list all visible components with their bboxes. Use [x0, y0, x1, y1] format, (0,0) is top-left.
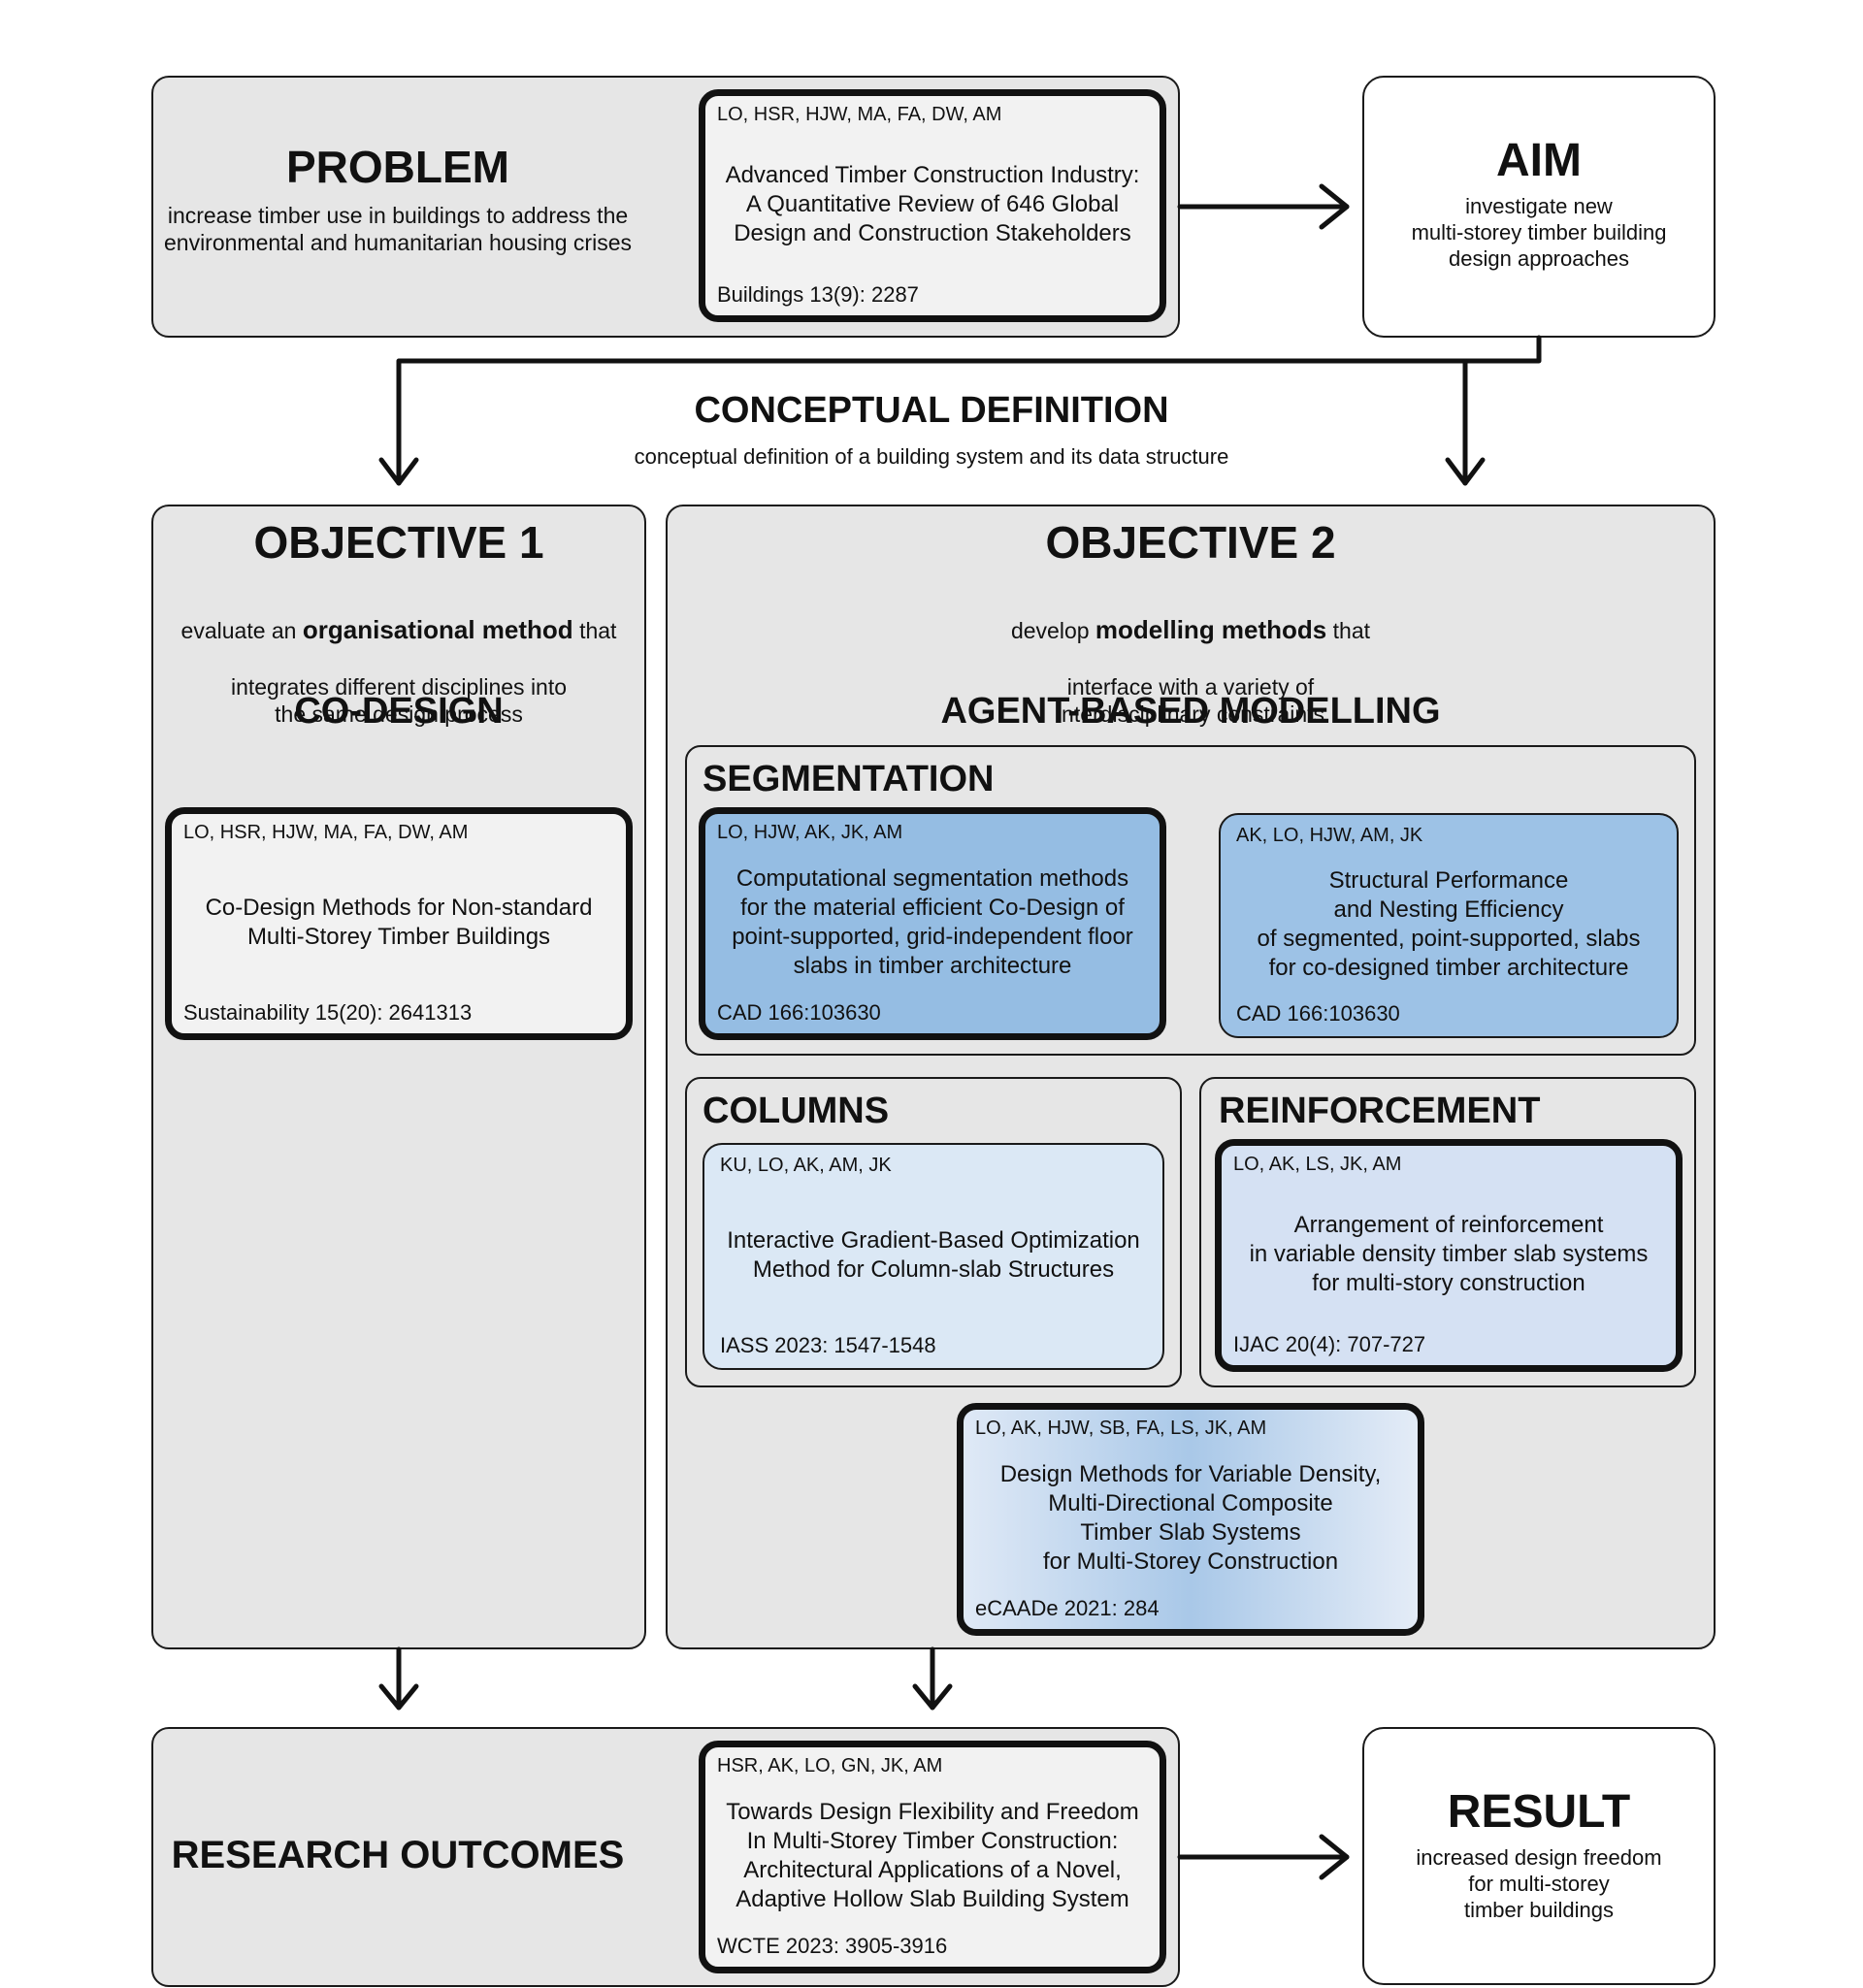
- paper-venue: CAD 166:103630: [717, 1000, 881, 1025]
- objective1-desc-post: that: [572, 618, 617, 644]
- paper-authors: HSR, AK, LO, GN, JK, AM: [717, 1755, 943, 1776]
- reinforcement-paper-card[interactable]: LO, AK, LS, JK, AM Arrangement of reinfo…: [1215, 1139, 1683, 1372]
- paper-venue: Buildings 13(9): 2287: [717, 282, 919, 307]
- combined-paper-card[interactable]: LO, AK, HJW, SB, FA, LS, JK, AM Design M…: [957, 1403, 1424, 1636]
- paper-title: Interactive Gradient-Based Optimization …: [727, 1226, 1140, 1283]
- paper-authors: LO, AK, HJW, SB, FA, LS, JK, AM: [975, 1418, 1267, 1439]
- paper-title: Structural Performance and Nesting Effic…: [1257, 866, 1641, 981]
- arrowhead-outcomes-to-result: [1319, 1834, 1350, 1880]
- objective2-title: OBJECTIVE 2: [1045, 517, 1336, 568]
- problem-paper-card[interactable]: LO, HSR, HJW, MA, FA, DW, AM Advanced Ti…: [699, 89, 1166, 322]
- segmentation-label: SEGMENTATION: [703, 759, 995, 799]
- paper-venue: CAD 166:103630: [1236, 1001, 1400, 1026]
- aim-title: AIM: [1496, 135, 1582, 186]
- paper-authors: LO, HSR, HJW, MA, FA, DW, AM: [717, 104, 1002, 125]
- problem-title: PROBLEM: [286, 142, 509, 192]
- objective2-desc-post: that: [1326, 618, 1371, 644]
- paper-venue: eCAADe 2021: 284: [975, 1596, 1160, 1620]
- paper-venue: Sustainability 15(20): 2641313: [183, 1000, 473, 1025]
- paper-venue: IJAC 20(4): 707-727: [1233, 1332, 1426, 1356]
- objective1-description: evaluate an organisational method that i…: [151, 588, 646, 728]
- problem-description: increase timber use in buildings to addr…: [163, 203, 632, 256]
- columns-paper-card[interactable]: KU, LO, AK, AM, JK Interactive Gradient-…: [703, 1143, 1164, 1370]
- aim-description: investigate new multi-storey timber buil…: [1411, 194, 1667, 271]
- paper-authors: LO, AK, LS, JK, AM: [1233, 1154, 1402, 1175]
- outcomes-title: RESEARCH OUTCOMES: [171, 1834, 625, 1876]
- objective2-desc-pre: develop: [1010, 618, 1095, 644]
- objective1-title: OBJECTIVE 1: [253, 517, 544, 568]
- result-description: increased design freedom for multi-store…: [1416, 1845, 1662, 1922]
- paper-venue: IASS 2023: 1547-1548: [720, 1333, 936, 1357]
- paper-title: Computational segmentation methods for t…: [732, 864, 1133, 979]
- arrowhead-problem-to-aim: [1319, 183, 1350, 230]
- result-box: [1362, 1727, 1716, 1985]
- paper-title: Towards Design Flexibility and Freedom I…: [726, 1798, 1139, 1912]
- objective2-method: AGENT-BASED MODELLING: [940, 691, 1441, 732]
- aim-box: [1362, 76, 1716, 338]
- paper-venue: WCTE 2023: 3905-3916: [717, 1934, 948, 1958]
- paper-authors: LO, HJW, AK, JK, AM: [717, 822, 903, 843]
- objective1-desc-bold: organisational method: [302, 615, 573, 645]
- arrowhead-objective2: [1445, 457, 1486, 486]
- outcomes-paper-card[interactable]: HSR, AK, LO, GN, JK, AM Towards Design F…: [699, 1741, 1166, 1973]
- arrowhead-objective1: [378, 457, 419, 486]
- result-title: RESULT: [1447, 1786, 1631, 1838]
- paper-authors: AK, LO, HJW, AM, JK: [1236, 825, 1423, 846]
- conceptual-description: conceptual definition of a building syst…: [634, 444, 1229, 469]
- paper-authors: LO, HSR, HJW, MA, FA, DW, AM: [183, 822, 469, 843]
- objective1-section: [151, 505, 646, 1649]
- objective2-desc-bold: modelling methods: [1095, 615, 1327, 645]
- paper-title: Advanced Timber Construction Industry: A…: [725, 161, 1140, 246]
- paper-title: Co-Design Methods for Non-standard Multi…: [205, 894, 593, 950]
- objective1-method: CO-DESIGN: [294, 691, 504, 732]
- conceptual-title: CONCEPTUAL DEFINITION: [694, 390, 1169, 431]
- paper-authors: KU, LO, AK, AM, JK: [720, 1155, 892, 1176]
- arrowhead-objective2-to-outcomes: [912, 1683, 953, 1711]
- segmentation-paper1-card[interactable]: LO, HJW, AK, JK, AM Computational segmen…: [699, 807, 1166, 1040]
- reinforcement-label: REINFORCEMENT: [1219, 1091, 1541, 1131]
- columns-label: COLUMNS: [703, 1091, 890, 1131]
- objective2-desc-rest: interface with a variety of interdiscipl…: [1056, 673, 1325, 727]
- objective1-desc-rest: integrates different disciplines into th…: [230, 673, 568, 727]
- paper-title: Arrangement of reinforcement in variable…: [1249, 1211, 1649, 1296]
- paper-title: Design Methods for Variable Density, Mul…: [999, 1460, 1382, 1575]
- segmentation-paper2-card[interactable]: AK, LO, HJW, AM, JK Structural Performan…: [1219, 813, 1679, 1038]
- objective1-paper-card[interactable]: LO, HSR, HJW, MA, FA, DW, AM Co-Design M…: [165, 807, 633, 1040]
- objective1-desc-pre: evaluate an: [180, 618, 303, 644]
- arrowhead-objective1-to-outcomes: [378, 1683, 419, 1711]
- objective2-description: develop modelling methods that interface…: [666, 588, 1716, 728]
- connector-aim-split: [396, 335, 1542, 486]
